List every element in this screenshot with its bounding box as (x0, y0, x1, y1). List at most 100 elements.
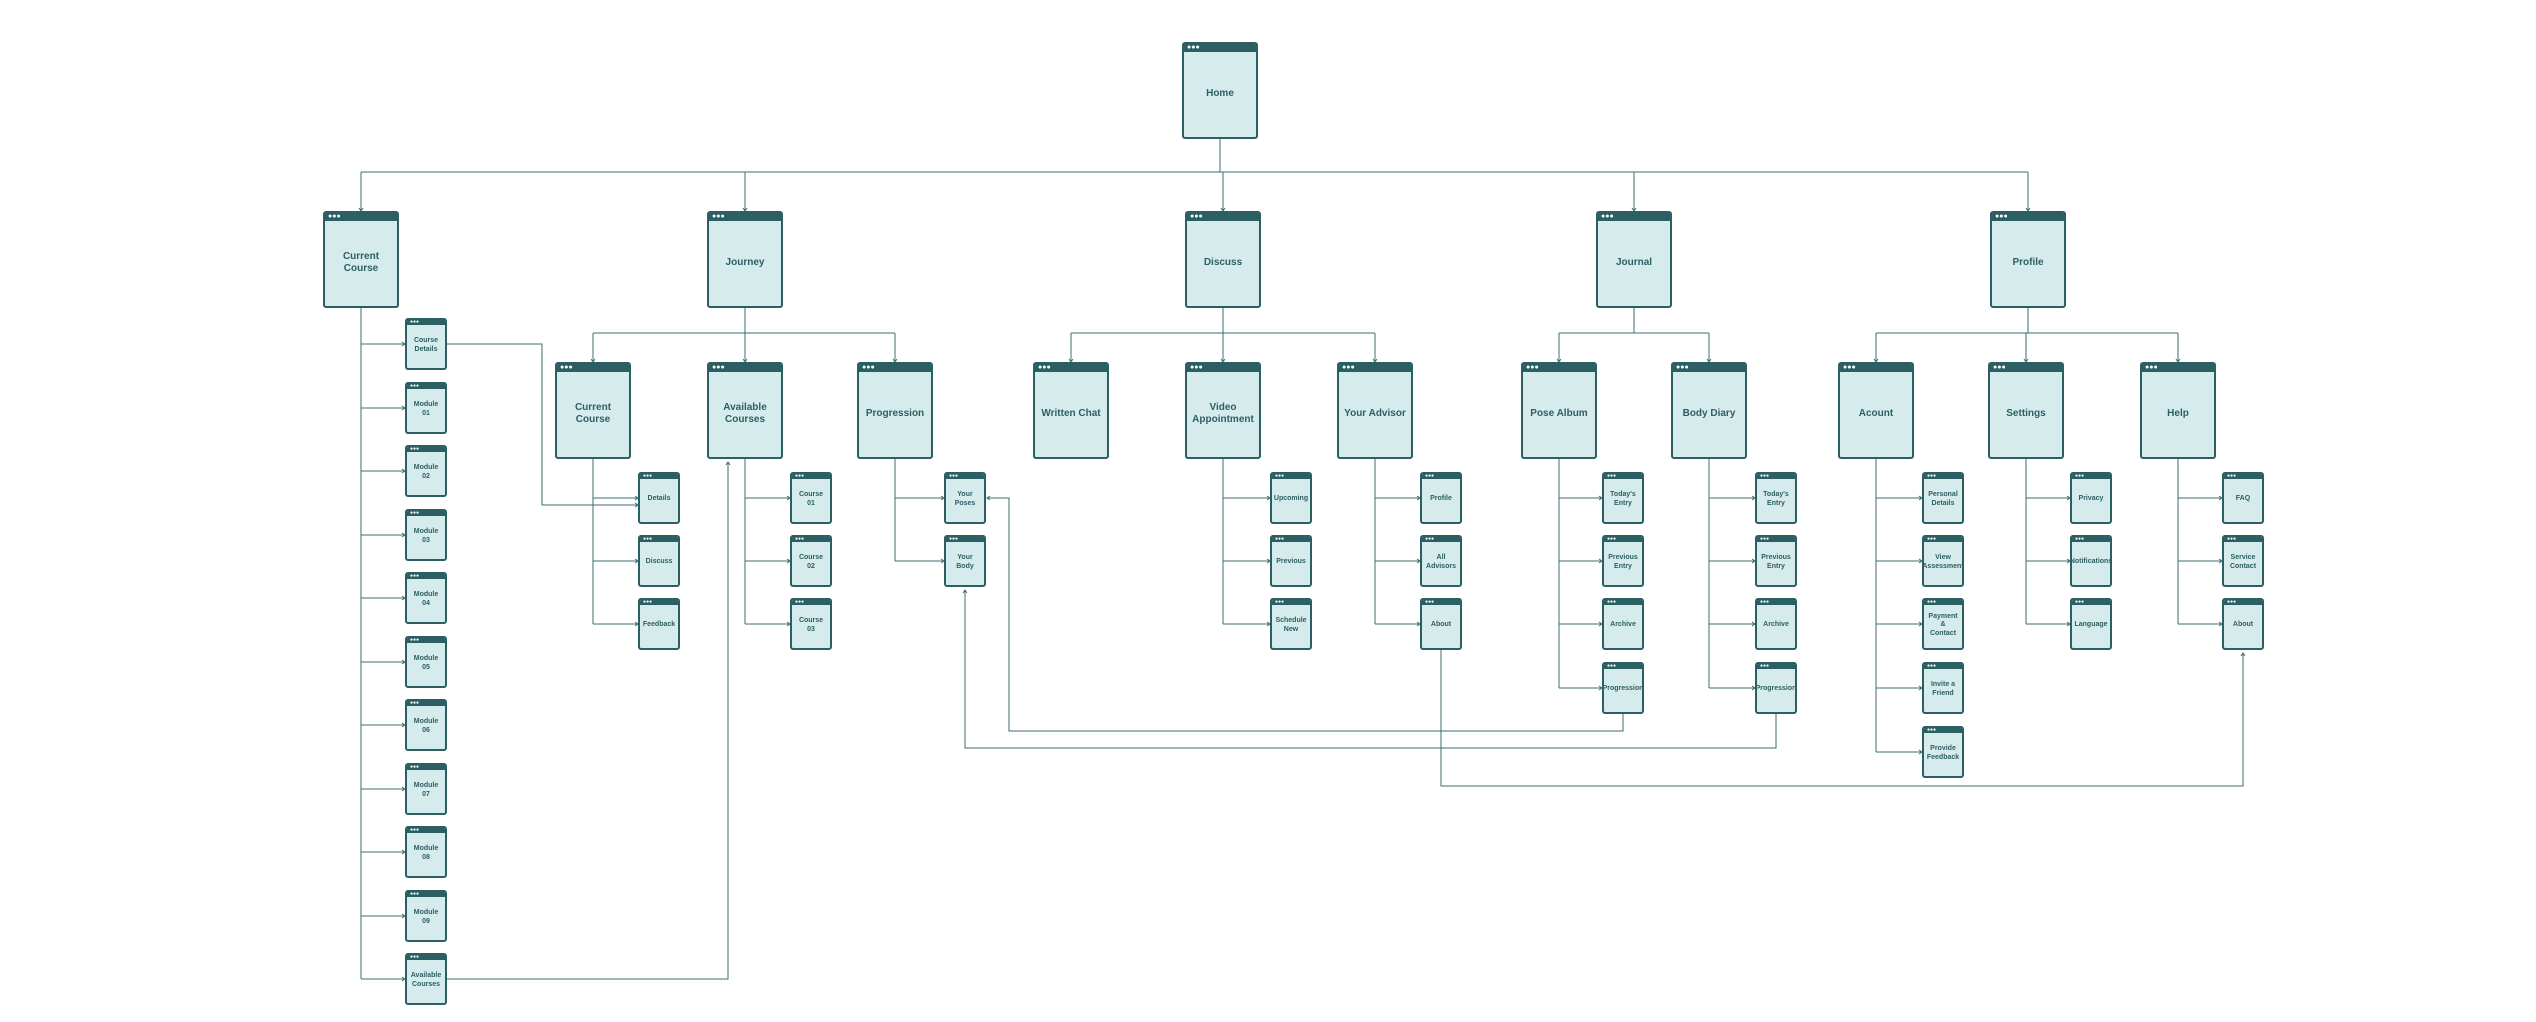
window-dots-icon: ●●● (410, 891, 420, 897)
window-title-bar: ●●● (2224, 537, 2262, 542)
window-dots-icon: ●●● (1190, 364, 1203, 371)
window-title-bar: ●●● (1422, 474, 1460, 479)
screen-label: Journal (1615, 256, 1653, 268)
screen-pose-album: ●●●Pose Album (1521, 362, 1597, 459)
screen-j-available-courses: ●●●Available Courses (707, 362, 783, 459)
window-dots-icon: ●●● (1601, 213, 1614, 220)
screen-module-06: ●●●Module 06 (405, 699, 447, 751)
screen-available-courses-cc: ●●●Available Courses (405, 953, 447, 1005)
window-title-bar: ●●● (2142, 364, 2214, 372)
screen-label: Your Advisor (1344, 407, 1406, 419)
screen-privacy: ●●●Privacy (2070, 472, 2112, 524)
window-title-bar: ●●● (407, 892, 445, 897)
window-dots-icon: ●●● (1760, 663, 1770, 669)
screen-label: Module 02 (413, 464, 439, 480)
screen-body-diary: ●●●Body Diary (1671, 362, 1747, 459)
window-title-bar: ●●● (1992, 213, 2064, 221)
window-title-bar: ●●● (1187, 213, 1259, 221)
connector-line (986, 495, 991, 501)
window-dots-icon: ●●● (643, 473, 653, 479)
window-dots-icon: ●●● (1275, 599, 1285, 605)
screen-label: Module 08 (413, 845, 439, 861)
window-dots-icon: ●●● (712, 213, 725, 220)
screen-service-contact: ●●●Service Contact (2222, 535, 2264, 587)
screen-label: Progression (1755, 685, 1797, 693)
screen-course-01: ●●●Course 01 (790, 472, 832, 524)
screen-label: Today's Entry (1610, 491, 1636, 507)
screen-module-08: ●●● Module 08 (405, 826, 447, 878)
window-dots-icon: ●●● (1993, 364, 2006, 371)
window-title-bar: ●●● (1924, 537, 1962, 542)
screen-help: ●●●Help (2140, 362, 2216, 459)
window-dots-icon: ●●● (1995, 213, 2008, 220)
screen-course-details: ●●●Course Details (405, 318, 447, 370)
window-title-bar: ●●● (792, 600, 830, 605)
screen-label: Invite a Friend (1930, 681, 1956, 697)
screen-label: Journey (725, 256, 765, 268)
window-title-bar: ●●● (2072, 537, 2110, 542)
window-title-bar: ●●● (1598, 213, 1670, 221)
window-title-bar: ●●● (1673, 364, 1745, 372)
screen-label: View Assessment (1922, 554, 1964, 570)
screen-label: Course Details (413, 337, 439, 353)
window-dots-icon: ●●● (1607, 473, 1617, 479)
window-title-bar: ●●● (407, 828, 445, 833)
screen-label: Personal Details (1928, 491, 1958, 507)
window-title-bar: ●●● (1422, 600, 1460, 605)
screen-course-03: ●●●Course 03 (790, 598, 832, 650)
window-title-bar: ●●● (1924, 600, 1962, 605)
window-dots-icon: ●●● (1927, 663, 1937, 669)
window-title-bar: ●●● (1604, 600, 1642, 605)
screen-label: Upcoming (1273, 495, 1309, 503)
window-dots-icon: ●●● (1275, 473, 1285, 479)
screen-label: Schedule New (1275, 617, 1307, 633)
screen-view-assessment: ●●● View Assessment (1922, 535, 1964, 587)
window-dots-icon: ●●● (1843, 364, 1856, 371)
screen-your-advisor: ●●●Your Advisor (1337, 362, 1413, 459)
window-title-bar: ●●● (1924, 474, 1962, 479)
connector-line (987, 497, 1624, 732)
screen-label: Your Poses (954, 491, 976, 507)
screen-label: Previous Entry (1608, 554, 1638, 570)
screen-label: Notifications (2070, 558, 2112, 566)
window-dots-icon: ●●● (410, 954, 420, 960)
window-title-bar: ●●● (1272, 474, 1310, 479)
screen-profile: ●●● Profile (1990, 211, 2066, 308)
screen-help-about: ●●●About (2222, 598, 2264, 650)
window-title-bar: ●●● (1604, 474, 1642, 479)
window-dots-icon: ●●● (1425, 599, 1435, 605)
screen-label: Course 02 (798, 554, 824, 570)
connector-line (447, 462, 729, 980)
screen-label: About (2232, 621, 2254, 629)
screen-all-advisors: ●●●All Advisors (1420, 535, 1462, 587)
screen-j-current-course: ●●●Current Course (555, 362, 631, 459)
screen-label: Profile (2012, 256, 2044, 268)
window-title-bar: ●●● (2224, 474, 2262, 479)
screen-label: Written Chat (1041, 407, 1101, 419)
screen-payment-contact: ●●●Payment & Contact (1922, 598, 1964, 650)
window-title-bar: ●●● (946, 474, 984, 479)
window-title-bar: ●●● (1840, 364, 1912, 372)
window-dots-icon: ●●● (410, 764, 420, 770)
screen-label: Previous Entry (1761, 554, 1791, 570)
window-title-bar: ●●● (1422, 537, 1460, 542)
connector-line (2240, 652, 2246, 657)
screen-label: Current Course (342, 250, 380, 274)
screen-label: Archive (1610, 621, 1636, 629)
window-dots-icon: ●●● (410, 446, 420, 452)
screen-label: FAQ (2235, 495, 2251, 503)
window-dots-icon: ●●● (1927, 473, 1937, 479)
window-dots-icon: ●●● (1760, 473, 1770, 479)
screen-journey: ●●● Journey (707, 211, 783, 308)
screen-language: ●●●Language (2070, 598, 2112, 650)
screen-label: Home (1206, 87, 1234, 99)
window-dots-icon: ●●● (1927, 536, 1937, 542)
screen-label: Course 01 (798, 491, 824, 507)
window-title-bar: ●●● (1924, 664, 1962, 669)
screen-notifications: ●●● Notifications (2070, 535, 2112, 587)
window-title-bar: ●●● (1035, 364, 1107, 372)
screen-label: Discuss (1203, 256, 1243, 268)
window-title-bar: ●●● (1990, 364, 2062, 372)
screen-home: ●●●Home (1182, 42, 1258, 139)
window-dots-icon: ●●● (643, 599, 653, 605)
